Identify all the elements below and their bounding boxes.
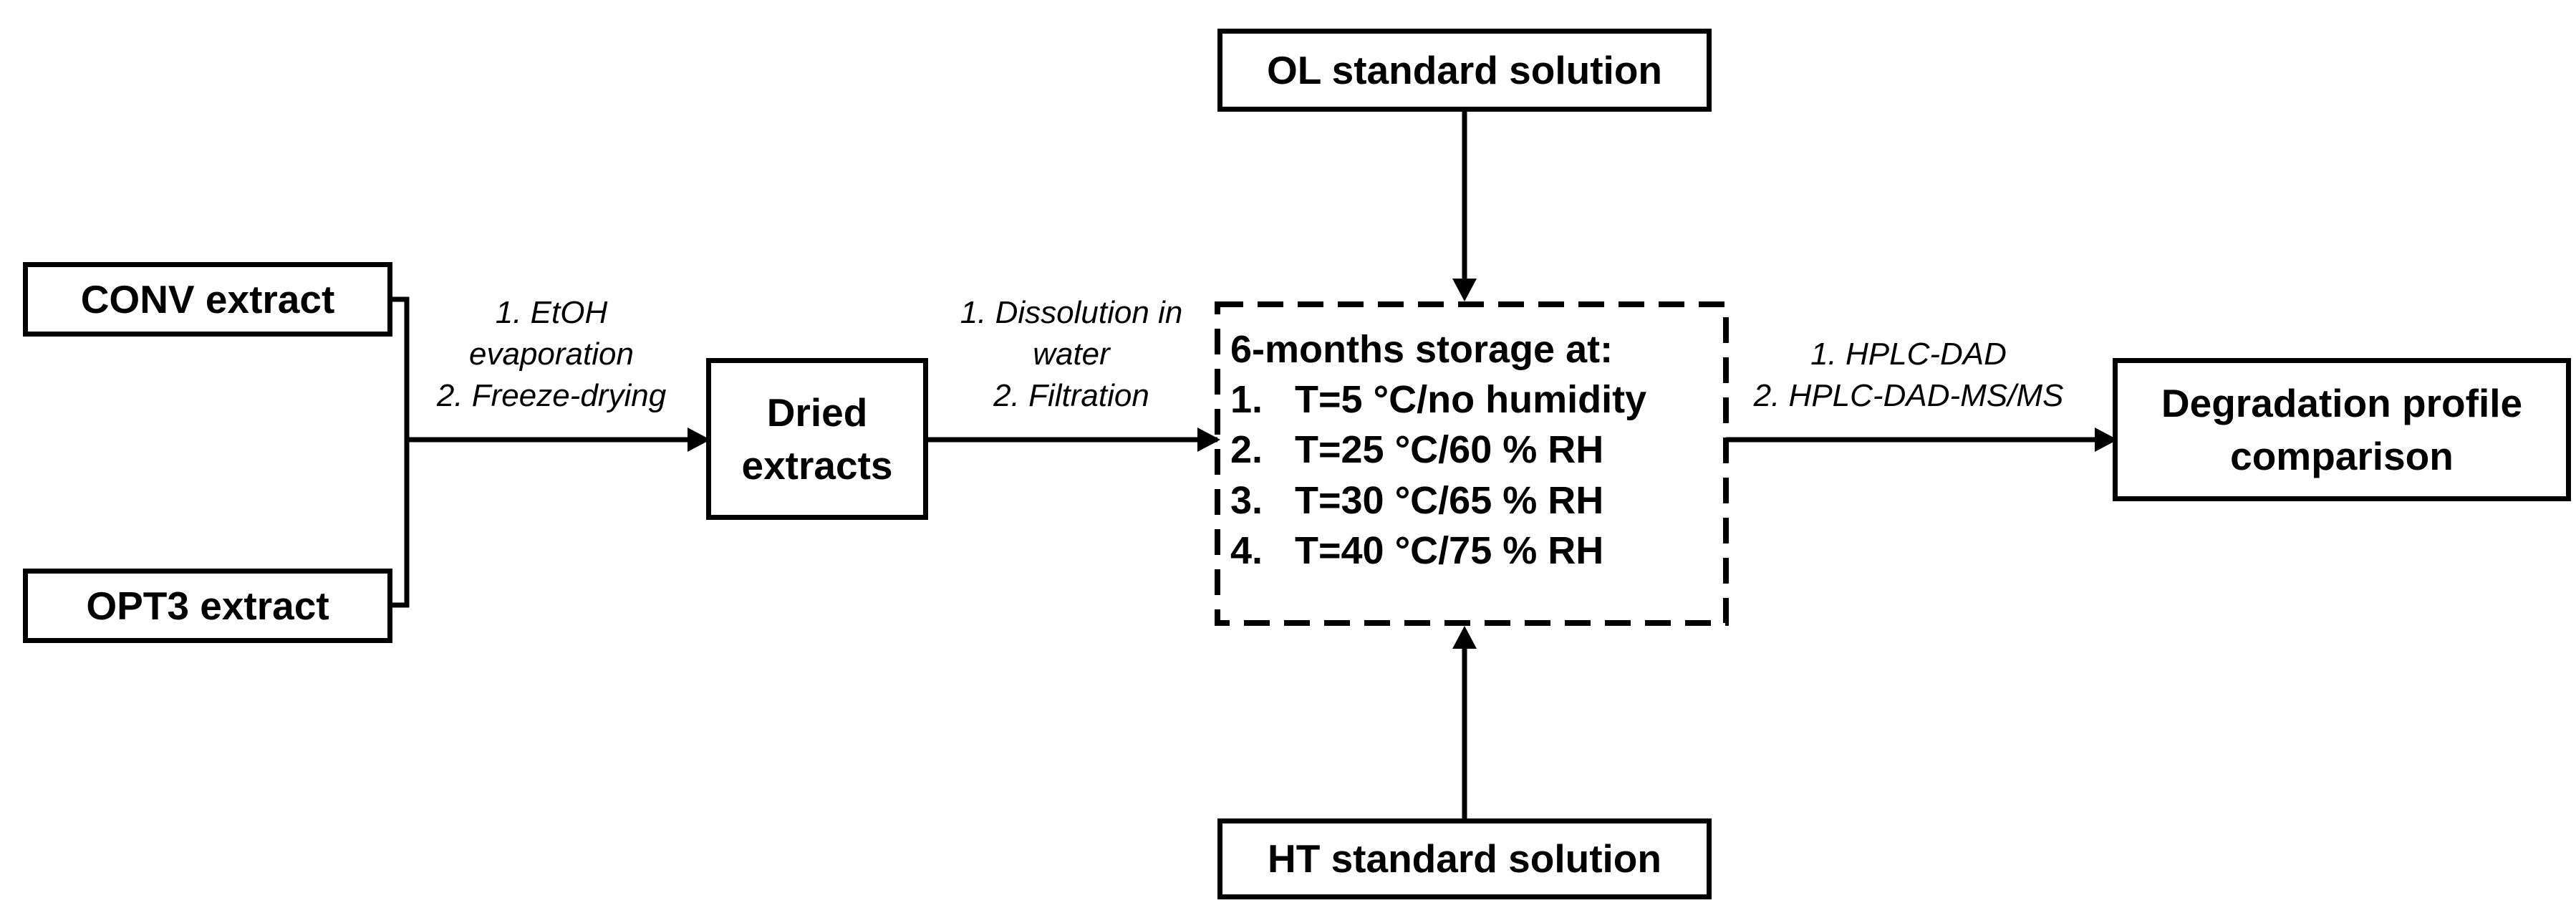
dried-extracts-box: Dried extracts (706, 358, 928, 520)
dried-extracts-label-line2: extracts (741, 443, 893, 488)
storage-condition-4-number: 4. (1230, 528, 1263, 572)
storage-condition-4: 4. T=40 °C/75 % RH (1230, 526, 1719, 576)
storage-condition-2-text: T=25 °C/60 % RH (1295, 428, 1604, 472)
storage-box-border (1215, 301, 1729, 626)
edge-label-to-dried-line2: evaporation (469, 337, 634, 372)
degradation-label-line2: comparison (2230, 434, 2454, 478)
storage-title: 6-months storage at: (1230, 328, 1613, 371)
edge-label-to-storage-line1: 1. Dissolution in (960, 295, 1183, 330)
dried-extracts-label-line1: Dried (766, 390, 868, 435)
edge-label-to-dried-line3: 2. Freeze-drying (436, 378, 667, 413)
opt3-extract-box: OPT3 extract (23, 569, 392, 643)
storage-condition-1-text: T=5 °C/no humidity (1295, 378, 1647, 422)
degradation-label-line1: Degradation profile (2161, 380, 2523, 425)
edge-label-to-dried-line1: 1. EtOH (495, 295, 608, 330)
arrowhead-degradation (2095, 427, 2118, 452)
storage-condition-1: 1. T=5 °C/no humidity (1230, 375, 1719, 425)
storage-condition-2-number: 2. (1230, 428, 1263, 472)
edge-label-to-degradation-line2: 2. HPLC-DAD-MS/MS (1753, 378, 2064, 413)
arrowhead-storage (1197, 427, 1220, 452)
ol-standard-box: OL standard solution (1217, 29, 1712, 112)
storage-conditions-box: 6-months storage at: 1. T=5 °C/no humidit… (1217, 304, 1726, 623)
edge-label-to-dried: 1. EtOH evaporation 2. Freeze-drying (437, 292, 666, 417)
edge-label-to-storage-line3: 2. Filtration (993, 378, 1149, 413)
edge-label-to-storage-line2: water (1033, 337, 1110, 372)
ol-standard-label: OL standard solution (1266, 47, 1663, 92)
opt3-extract-label: OPT3 extract (86, 583, 329, 628)
degradation-profile-box: Degradation profile comparison (2113, 358, 2571, 501)
storage-condition-3: 3. T=30 °C/65 % RH (1230, 475, 1719, 526)
arrowhead-dried (688, 427, 710, 452)
storage-condition-4-text: T=40 °C/75 % RH (1295, 528, 1604, 572)
ht-standard-box: HT standard solution (1217, 818, 1712, 899)
arrowhead-ol (1452, 279, 1477, 301)
storage-condition-1-number: 1. (1230, 378, 1263, 422)
ht-standard-label: HT standard solution (1268, 836, 1661, 881)
conv-extract-label: CONV extract (80, 276, 335, 322)
edge-label-to-degradation-line1: 1. HPLC-DAD (1810, 337, 2007, 372)
storage-condition-3-number: 3. (1230, 478, 1263, 522)
conv-merge-connector (392, 296, 410, 608)
storage-condition-3-text: T=30 °C/65 % RH (1295, 478, 1604, 522)
arrowhead-ht (1452, 626, 1477, 649)
edge-label-to-storage: 1. Dissolution in water 2. Filtration (960, 292, 1183, 417)
edge-label-to-degradation: 1. HPLC-DAD 2. HPLC-DAD-MS/MS (1754, 334, 2064, 417)
storage-condition-2: 2. T=25 °C/60 % RH (1230, 425, 1719, 475)
conv-extract-box: CONV extract (23, 262, 392, 337)
